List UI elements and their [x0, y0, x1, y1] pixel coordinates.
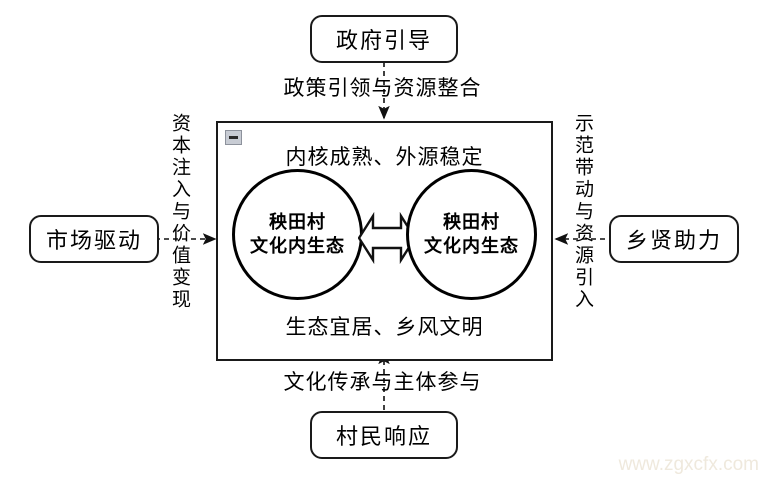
node-village-elite-support-label: 乡贤助力 [625, 228, 722, 253]
core-circle-right-line1: 秧田村 [443, 212, 500, 233]
main-box-caption-bottom: 生态宜居、乡风文明 [285, 315, 484, 339]
minus-glyph [229, 136, 238, 139]
node-village-elite-support[interactable]: 乡贤助力 [609, 215, 739, 263]
node-government-guidance[interactable]: 政府引导 [310, 15, 458, 63]
node-government-guidance-label: 政府引导 [335, 28, 432, 53]
node-villager-response[interactable]: 村民响应 [310, 411, 458, 459]
connector-label-left: 资本注入与价值变现 [169, 113, 190, 311]
core-circle-right[interactable]: 秧田村 文化内生态 [406, 169, 537, 300]
connector-label-top: 政策引领与资源整合 [283, 76, 482, 100]
node-market-driven-label: 市场驱动 [45, 228, 142, 253]
node-market-driven[interactable]: 市场驱动 [29, 215, 159, 263]
core-circle-right-line2: 文化内生态 [424, 235, 519, 256]
main-system-box: 内核成熟、外源稳定 秧田村 文化内生态 秧田村 文化内生态 生态宜居、乡风文明 [216, 121, 553, 361]
core-circle-left-line1: 秧田村 [269, 212, 326, 233]
watermark: www.zgxcfx.com [618, 454, 759, 475]
collapse-minus-icon[interactable] [225, 130, 242, 145]
core-circle-left-line2: 文化内生态 [250, 235, 345, 256]
connector-label-bottom: 文化传承与主体参与 [283, 370, 482, 394]
connector-label-right: 示范带动与资源引入 [572, 113, 593, 311]
node-villager-response-label: 村民响应 [335, 424, 432, 449]
main-box-caption-top: 内核成熟、外源稳定 [285, 145, 484, 169]
core-circle-left[interactable]: 秧田村 文化内生态 [232, 169, 363, 300]
